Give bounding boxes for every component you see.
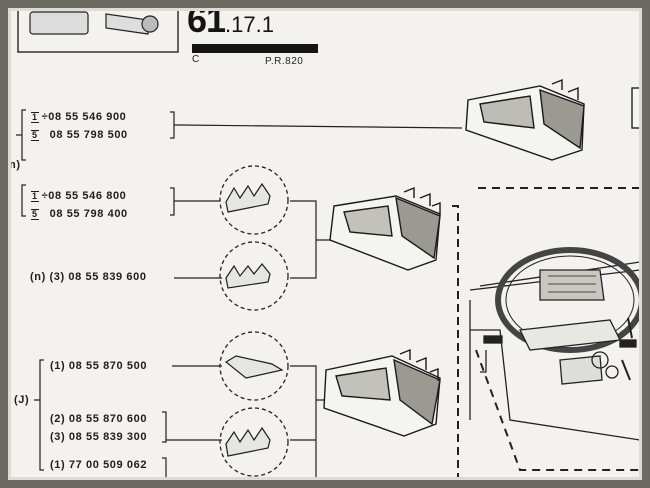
part-line-3: 1÷08 55 546 800 — [31, 190, 126, 202]
header-black-bar — [192, 44, 318, 53]
detail-circle-3 — [219, 331, 289, 401]
dashed-callout — [475, 349, 639, 471]
leader-line-2 — [170, 187, 220, 216]
page-number-sub: .17.1 — [225, 12, 274, 37]
group-label-n: n) — [9, 159, 21, 171]
detail-circle-4 — [219, 407, 289, 477]
part-line-8: (3) 08 55 839 300 — [50, 431, 148, 443]
part-number: ÷08 55 546 900 — [41, 111, 127, 123]
contact-teeth-icon-4 — [225, 426, 271, 457]
contact-teeth-icon-1 — [225, 182, 271, 213]
bracket-left-1 — [16, 109, 26, 161]
part-line-1: 1÷08 55 546 900 — [31, 111, 126, 123]
contact-teeth-icon-2 — [225, 263, 271, 289]
bracket-left-5 — [162, 457, 167, 477]
switch-location-left — [483, 335, 503, 344]
header-thumbnails — [17, 11, 179, 53]
part-line-7: (2) 08 55 870 600 — [50, 413, 148, 425]
part-number: 08 55 798 500 — [49, 129, 128, 141]
index-badge: 5 — [31, 209, 39, 220]
page-number: 61.17.1 — [187, 8, 274, 41]
thumbnail-switch-a-icon — [29, 11, 89, 35]
steering-wheel-icon — [495, 247, 639, 353]
index-badge: 5 — [31, 130, 39, 141]
switch-image-edge — [631, 87, 639, 129]
contact-flat-icon-3 — [224, 355, 284, 379]
page-number-main: 61 — [187, 8, 226, 40]
connector-group-2 — [290, 200, 330, 279]
switch-image-1 — [465, 78, 585, 161]
group-label-j: (J) — [14, 394, 30, 406]
switch-image-3 — [323, 348, 441, 437]
drawing-layer — [16, 11, 639, 477]
part-line-9: (1) 77 00 509 062 — [50, 459, 148, 471]
index-badge: 1 — [31, 112, 39, 123]
part-number: 08 55 798 400 — [49, 208, 128, 220]
part-prefix: (n) — [30, 271, 46, 283]
dashboard-illustration — [469, 247, 639, 441]
index-badge: 1 — [31, 191, 39, 202]
detail-circle-2 — [219, 241, 289, 311]
dashed-bracket — [452, 205, 459, 477]
part-number: ÷08 55 546 800 — [41, 190, 127, 202]
detail-circle-1 — [219, 165, 289, 235]
part-line-6: (1) 08 55 870 500 — [50, 360, 148, 372]
part-line-5: (n) (3) 08 55 839 600 — [30, 271, 147, 283]
switch-image-2 — [329, 186, 441, 271]
contact-details — [224, 182, 284, 457]
connector-group-4 — [290, 365, 326, 477]
part-line-4: 5 08 55 798 400 — [31, 208, 128, 220]
switch-illustrations — [323, 78, 585, 437]
switch-location-right — [619, 339, 637, 348]
leader-line-1 — [170, 111, 463, 139]
bracket-left-4 — [34, 359, 44, 471]
bracket-left-2 — [21, 184, 26, 217]
reference-code: P.R.820 — [265, 56, 304, 67]
part-line-2: 5 08 55 798 500 — [31, 129, 128, 141]
header-thumbnail-frame — [17, 11, 179, 53]
thumbnail-switch-b-icon — [105, 13, 149, 35]
part-number: (3) 08 55 839 600 — [49, 271, 147, 283]
leader-line-5 — [162, 411, 222, 443]
section-letter: C — [192, 54, 200, 65]
